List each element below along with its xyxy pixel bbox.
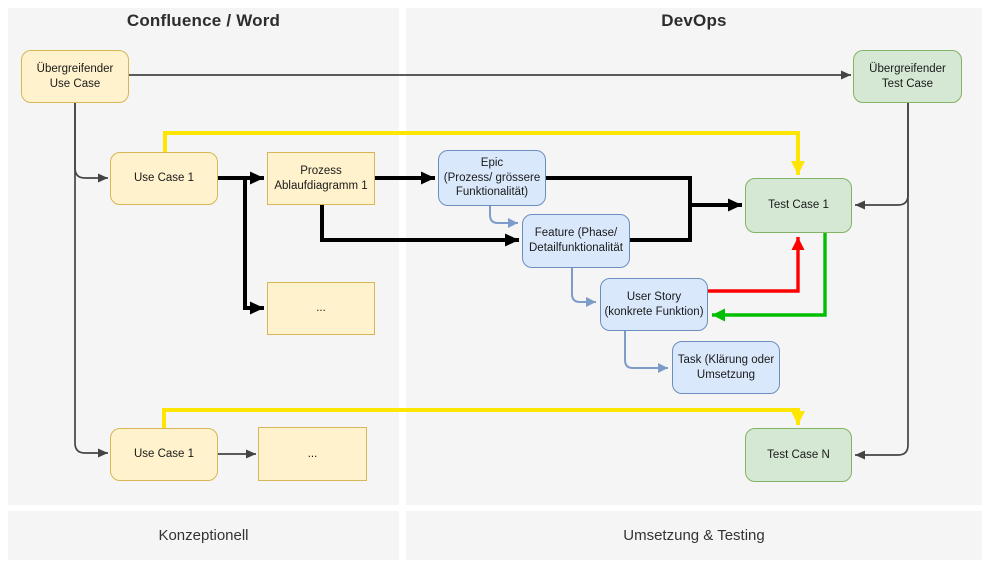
node-label: ... — [316, 302, 326, 315]
node-task[interactable]: Task (Klärung oder Umsetzung — [672, 341, 780, 394]
node-label: ... — [307, 447, 318, 460]
node-user-story[interactable]: User Story (konkrete Funktion) — [600, 278, 708, 331]
node-uebergreifender-test-case[interactable]: Übergreifender Test Case — [853, 50, 962, 103]
node-label: User Story (konkrete Funktion) — [604, 290, 704, 318]
node-placeholder-bottom[interactable]: ... — [258, 427, 367, 481]
node-label: Feature (Phase/ Detailfunktionalität — [529, 227, 623, 254]
panel-title-confluence-word: Confluence / Word — [126, 11, 281, 30]
node-label: Übergreifender Use Case — [36, 62, 114, 90]
node-label: Task (Klärung oder Umsetzung — [677, 353, 775, 381]
node-placeholder-mid[interactable]: ... — [267, 282, 375, 335]
node-use-case-1-mid[interactable]: Use Case 1 — [110, 152, 218, 205]
node-label: Übergreifender Test Case — [869, 62, 946, 90]
footer-umsetzung-testing: Umsetzung & Testing — [406, 511, 982, 560]
node-test-case-1[interactable]: Test Case 1 — [745, 178, 852, 233]
node-prozess-ablaufdiagramm-1[interactable]: Prozess Ablaufdiagramm 1 — [267, 152, 375, 205]
panel-title-devops: DevOps — [661, 11, 727, 30]
node-label: Use Case 1 — [133, 448, 195, 461]
node-label: Use Case 1 — [133, 172, 195, 185]
footer-konzeptionell: Konzeptionell — [8, 511, 399, 560]
node-label: Prozess Ablaufdiagramm 1 — [274, 164, 368, 192]
node-uebergreifender-use-case[interactable]: Übergreifender Use Case — [21, 50, 129, 103]
node-label: Epic (Prozess/ grössere Funktionalität) — [443, 156, 541, 199]
node-feature[interactable]: Feature (Phase/ Detailfunktionalität — [522, 214, 630, 268]
node-epic[interactable]: Epic (Prozess/ grössere Funktionalität) — [438, 150, 546, 206]
node-label: Test Case N — [767, 448, 830, 461]
node-test-case-n[interactable]: Test Case N — [745, 428, 852, 482]
node-label: Test Case 1 — [768, 199, 829, 212]
node-use-case-1-bottom[interactable]: Use Case 1 — [110, 428, 218, 481]
